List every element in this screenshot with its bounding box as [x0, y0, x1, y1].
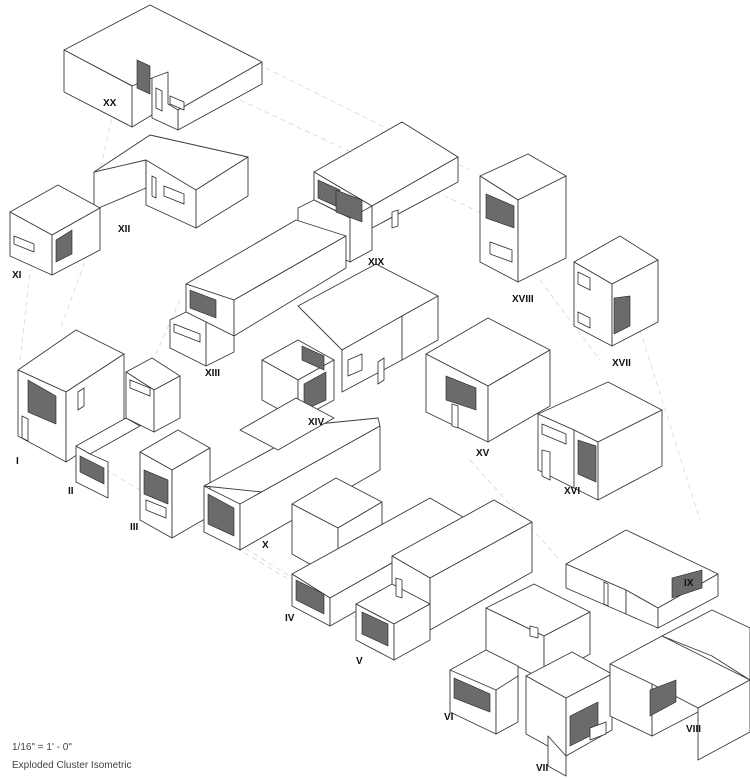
label-vii: VII — [536, 763, 548, 774]
label-ii: II — [68, 486, 74, 497]
label-xiii: XIII — [205, 368, 220, 379]
label-ix: IX — [684, 578, 694, 589]
label-xx: XX — [103, 98, 117, 109]
unit-vi — [449, 583, 591, 735]
label-x: X — [262, 540, 269, 551]
unit-xv — [425, 317, 551, 443]
unit-xviii — [479, 153, 567, 283]
unit-iii — [139, 429, 211, 539]
label-viii: VIII — [686, 724, 701, 735]
unit-ii — [75, 357, 181, 499]
unit-v — [355, 499, 533, 661]
label-xiv: XIV — [308, 417, 324, 428]
unit-vii — [525, 651, 613, 777]
drawing-caption: Exploded Cluster Isometric — [12, 760, 132, 771]
label-xi: XI — [12, 270, 22, 281]
label-iv: IV — [285, 613, 295, 624]
label-vi: VI — [444, 712, 454, 723]
unit-x — [203, 397, 381, 551]
label-xv: XV — [476, 448, 490, 459]
label-xvii: XVII — [612, 358, 631, 369]
unit-xix — [297, 121, 459, 263]
label-i: I — [16, 456, 19, 467]
unit-xx — [63, 4, 263, 131]
unit-viii — [609, 609, 750, 761]
unit-xii — [93, 134, 249, 229]
unit-xvii — [573, 235, 659, 347]
unit-ix — [565, 529, 719, 629]
label-xix: XIX — [368, 257, 384, 268]
label-xviii: XVIII — [512, 294, 534, 305]
label-v: V — [356, 656, 363, 667]
label-xii: XII — [118, 224, 130, 235]
unit-xvi — [537, 381, 663, 501]
unit-xi — [9, 184, 101, 276]
unit-i — [17, 329, 125, 463]
unit-labels: XX XII XI XIX XVIII XVII XIII XIV XV XVI… — [12, 98, 701, 774]
unit-xiii — [169, 219, 347, 367]
scale-note: 1/16" = 1' - 0" — [12, 742, 72, 753]
label-xvi: XVI — [564, 486, 580, 497]
label-iii: III — [130, 522, 139, 533]
